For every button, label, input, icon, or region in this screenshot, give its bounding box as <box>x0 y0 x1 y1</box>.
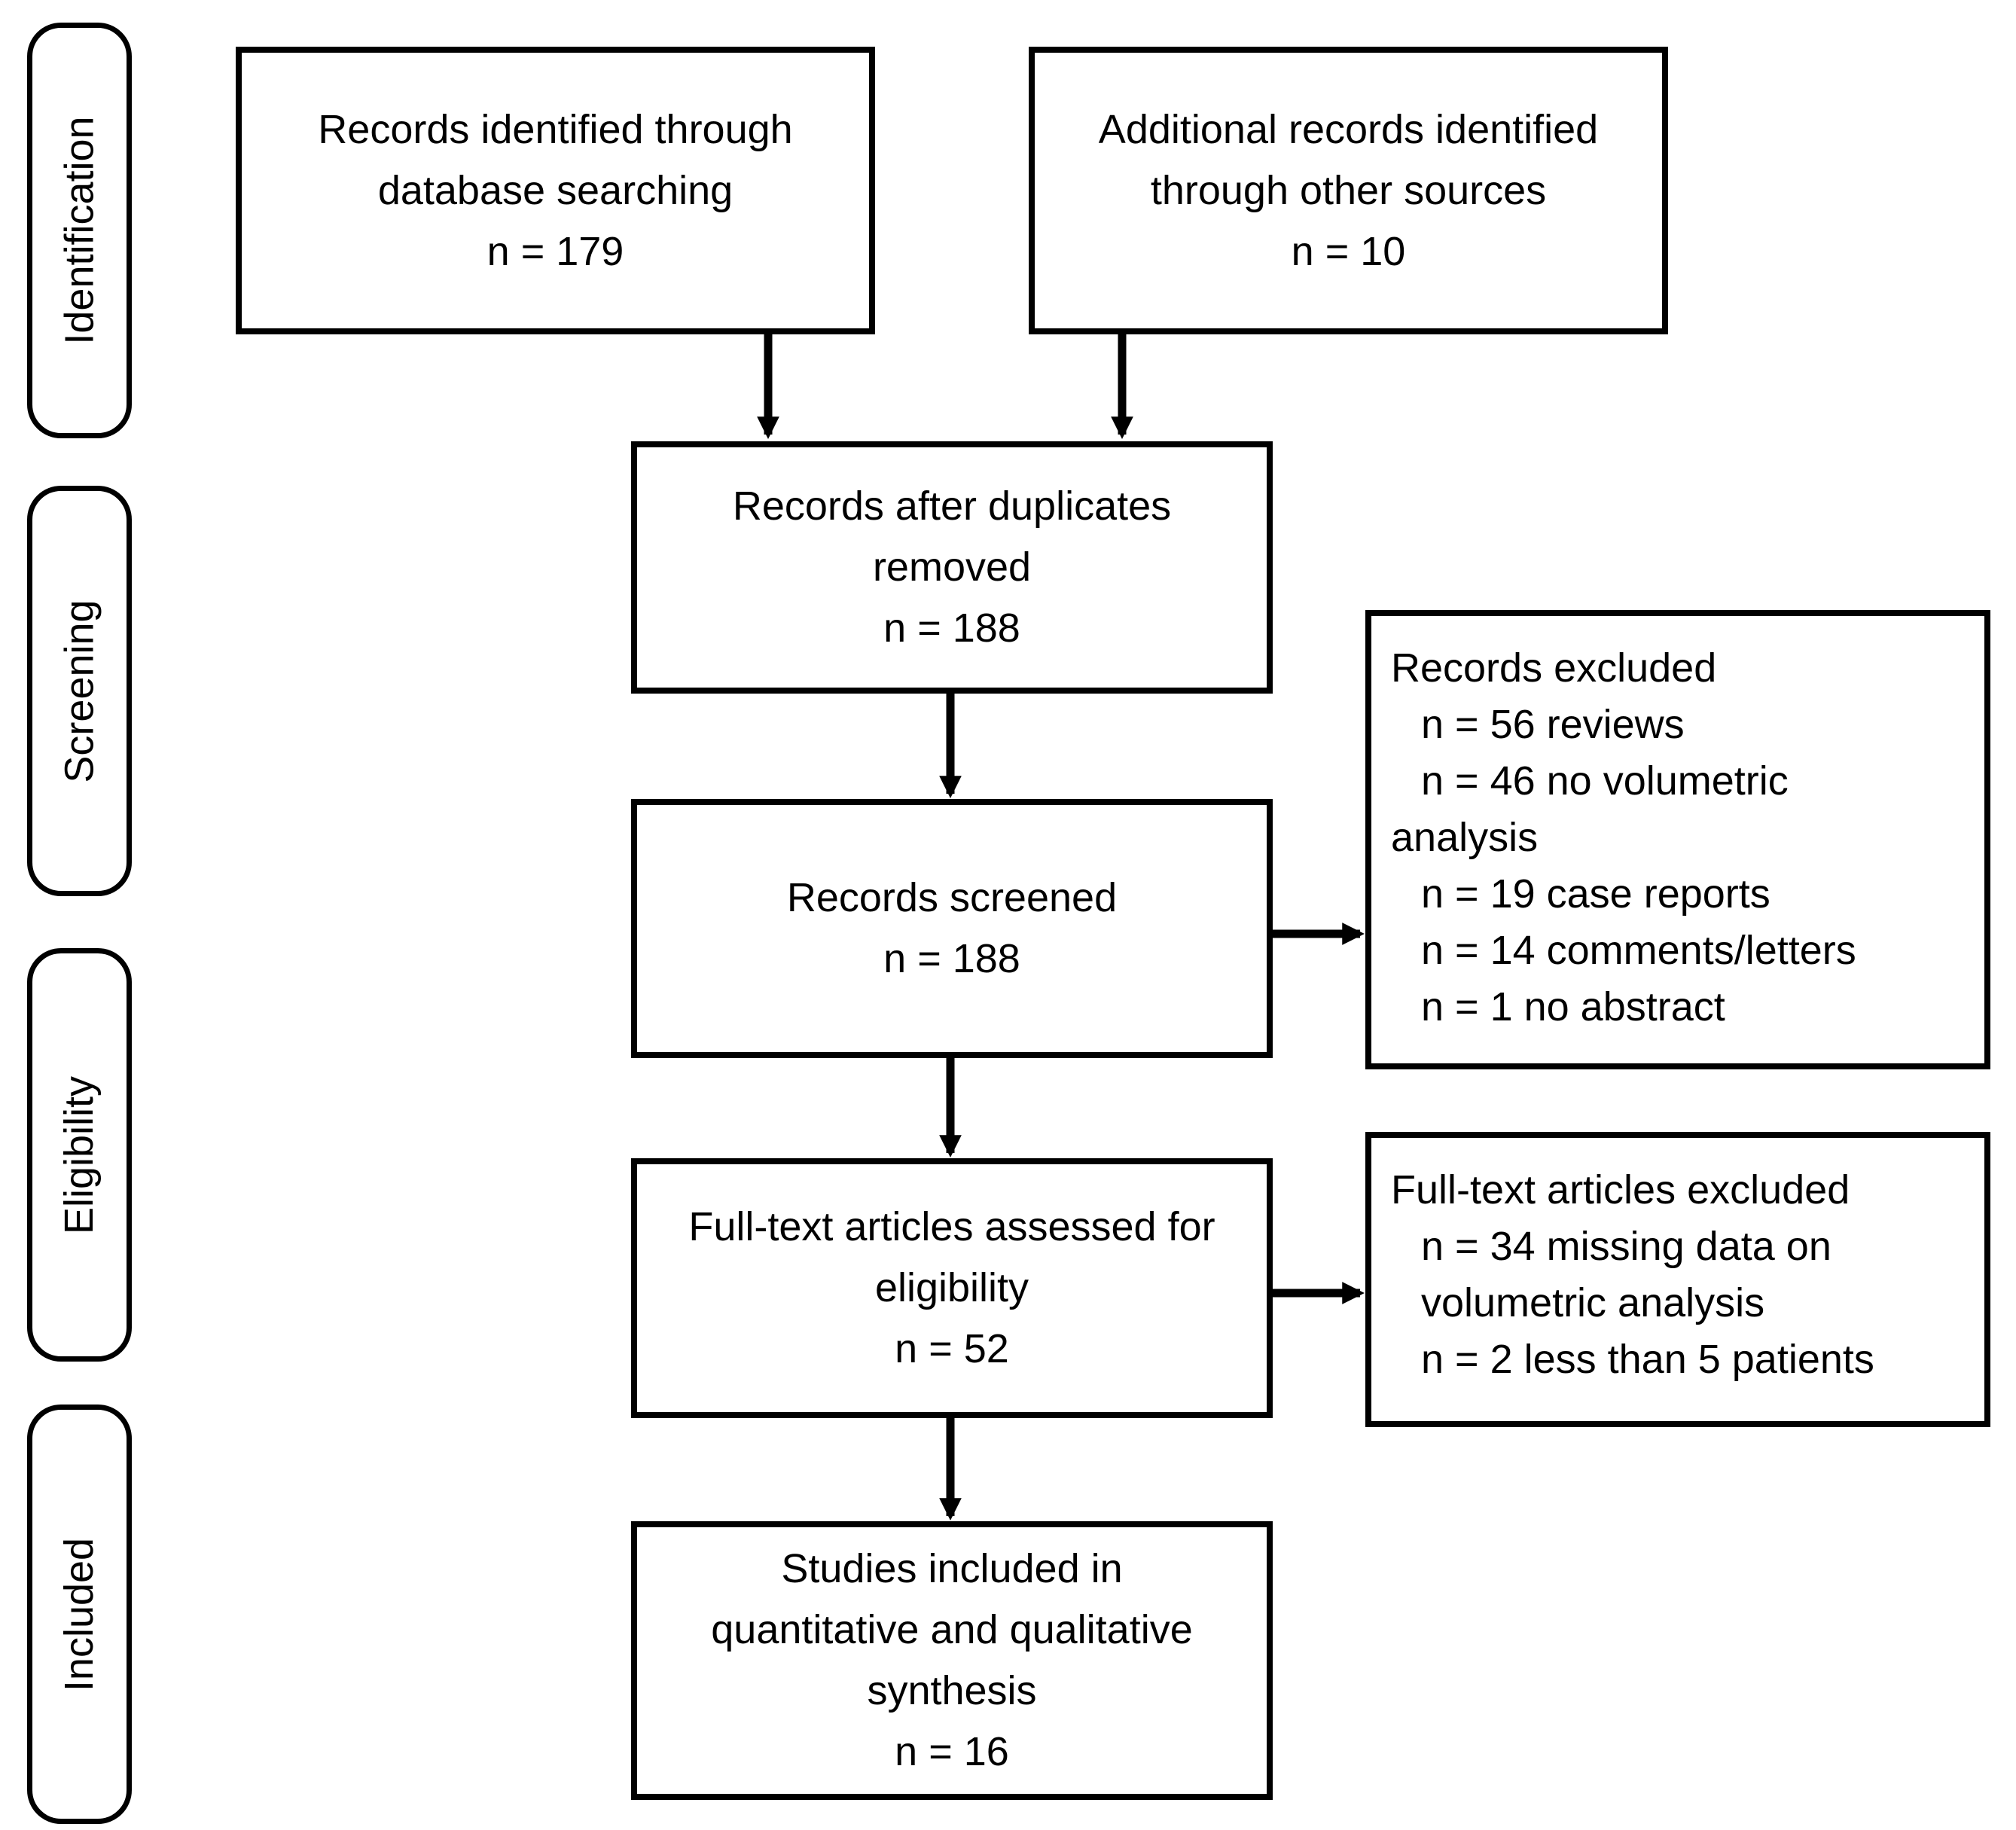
text-line: quantitative and qualitative <box>711 1607 1193 1652</box>
stage-included: Included <box>27 1405 132 1824</box>
stage-label-included: Included <box>56 1537 102 1691</box>
text-line: Records after duplicates <box>732 483 1172 529</box>
text-line: n = 188 <box>883 936 1020 981</box>
stage-label-screening: Screening <box>56 599 102 783</box>
box-records-after-duplicates: Records after duplicates removed n = 188 <box>631 441 1273 694</box>
text-line: eligibility <box>874 1265 1029 1310</box>
box-fulltext-excluded: Full-text articles excluded n = 34 missi… <box>1365 1132 1990 1427</box>
box-records-excluded: Records excluded n = 56 reviews n = 46 n… <box>1365 610 1990 1069</box>
text-line: Full-text articles excluded <box>1391 1167 1850 1212</box>
text-line: n = 14 comments/letters <box>1421 928 1856 973</box>
text-line: Records identified through <box>318 106 793 152</box>
box-fulltext-assessed: Full-text articles assessed for eligibil… <box>631 1158 1273 1418</box>
stage-label-identification: Identification <box>56 116 102 345</box>
text-line: synthesis <box>867 1668 1037 1713</box>
text-line: Studies included in <box>781 1546 1123 1591</box>
box-records-identified: Records identified through database sear… <box>236 47 875 334</box>
text-line: Additional records identified <box>1098 106 1599 152</box>
text-line: n = 179 <box>486 228 624 274</box>
text-line: n = 46 no volumetric <box>1421 758 1789 804</box>
text-line: n = 188 <box>883 605 1020 651</box>
text-line: Full-text articles assessed for <box>688 1204 1215 1249</box>
stage-identification: Identification <box>27 23 132 438</box>
text-line: n = 2 less than 5 patients <box>1421 1337 1874 1382</box>
text-line: volumetric analysis <box>1421 1280 1765 1325</box>
text-line: analysis <box>1391 815 1539 860</box>
text-line: n = 10 <box>1291 228 1406 274</box>
stage-screening: Screening <box>27 486 132 896</box>
stage-label-eligibility: Eligibility <box>56 1075 102 1234</box>
box-additional-records: Additional records identified through ot… <box>1029 47 1668 334</box>
text-line: through other sources <box>1150 167 1547 213</box>
text-line: n = 52 <box>895 1326 1009 1371</box>
stage-eligibility: Eligibility <box>27 948 132 1362</box>
text-line: Records excluded <box>1391 645 1717 691</box>
box-records-screened: Records screened n = 188 <box>631 799 1273 1058</box>
text-line: n = 56 reviews <box>1421 702 1685 747</box>
box-studies-included: Studies included in quantitative and qua… <box>631 1521 1273 1800</box>
text-line: database searching <box>377 167 734 213</box>
text-line: n = 34 missing data on <box>1421 1224 1831 1269</box>
text-line: Records screened <box>786 875 1118 920</box>
text-line: n = 16 <box>895 1729 1009 1774</box>
text-line: n = 1 no abstract <box>1421 984 1725 1029</box>
text-line: removed <box>872 544 1032 590</box>
text-line: n = 19 case reports <box>1421 871 1770 917</box>
